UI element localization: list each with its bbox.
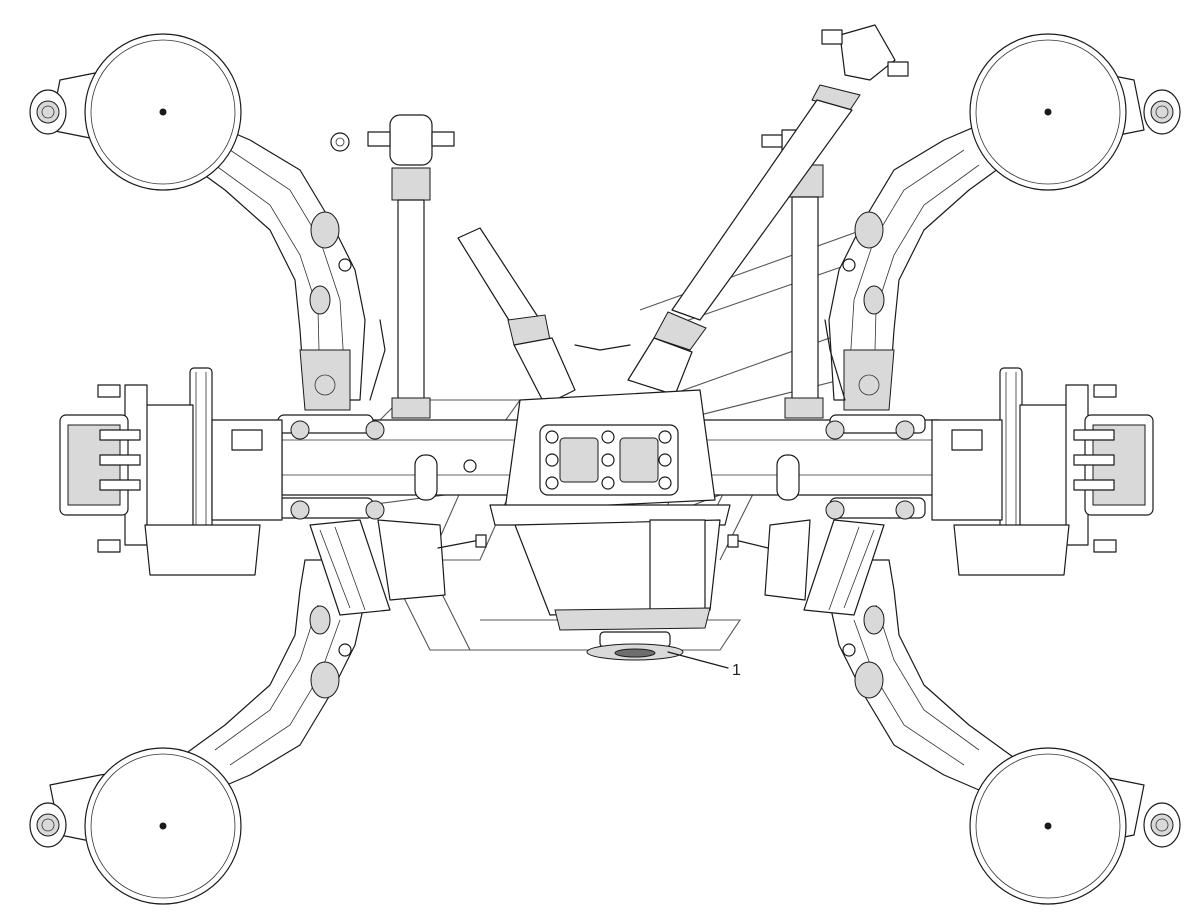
left-lower-bushing [29,802,67,848]
callout-1-label: 1 [732,662,741,679]
differential-carrier [489,389,731,661]
left-upper-bushing [29,89,67,135]
right-v-torque-rod [627,24,909,396]
right-lower-air-spring [969,747,1127,905]
right-upper-bushing [1143,89,1181,135]
callout-1: 1 [667,651,741,679]
right-brake-chamber [727,519,885,616]
axle-housing [277,414,939,520]
left-shock-absorber [330,114,455,419]
left-upper-air-spring [84,33,242,191]
right-wheel-hub [931,367,1154,576]
right-lower-bushing [1143,802,1181,848]
left-lower-air-spring [84,747,242,905]
left-wheel-hub [59,367,283,576]
left-v-torque-rod [457,227,576,406]
left-brake-chamber [309,519,487,616]
right-upper-air-spring [969,33,1127,191]
brake-hoses [369,319,846,401]
